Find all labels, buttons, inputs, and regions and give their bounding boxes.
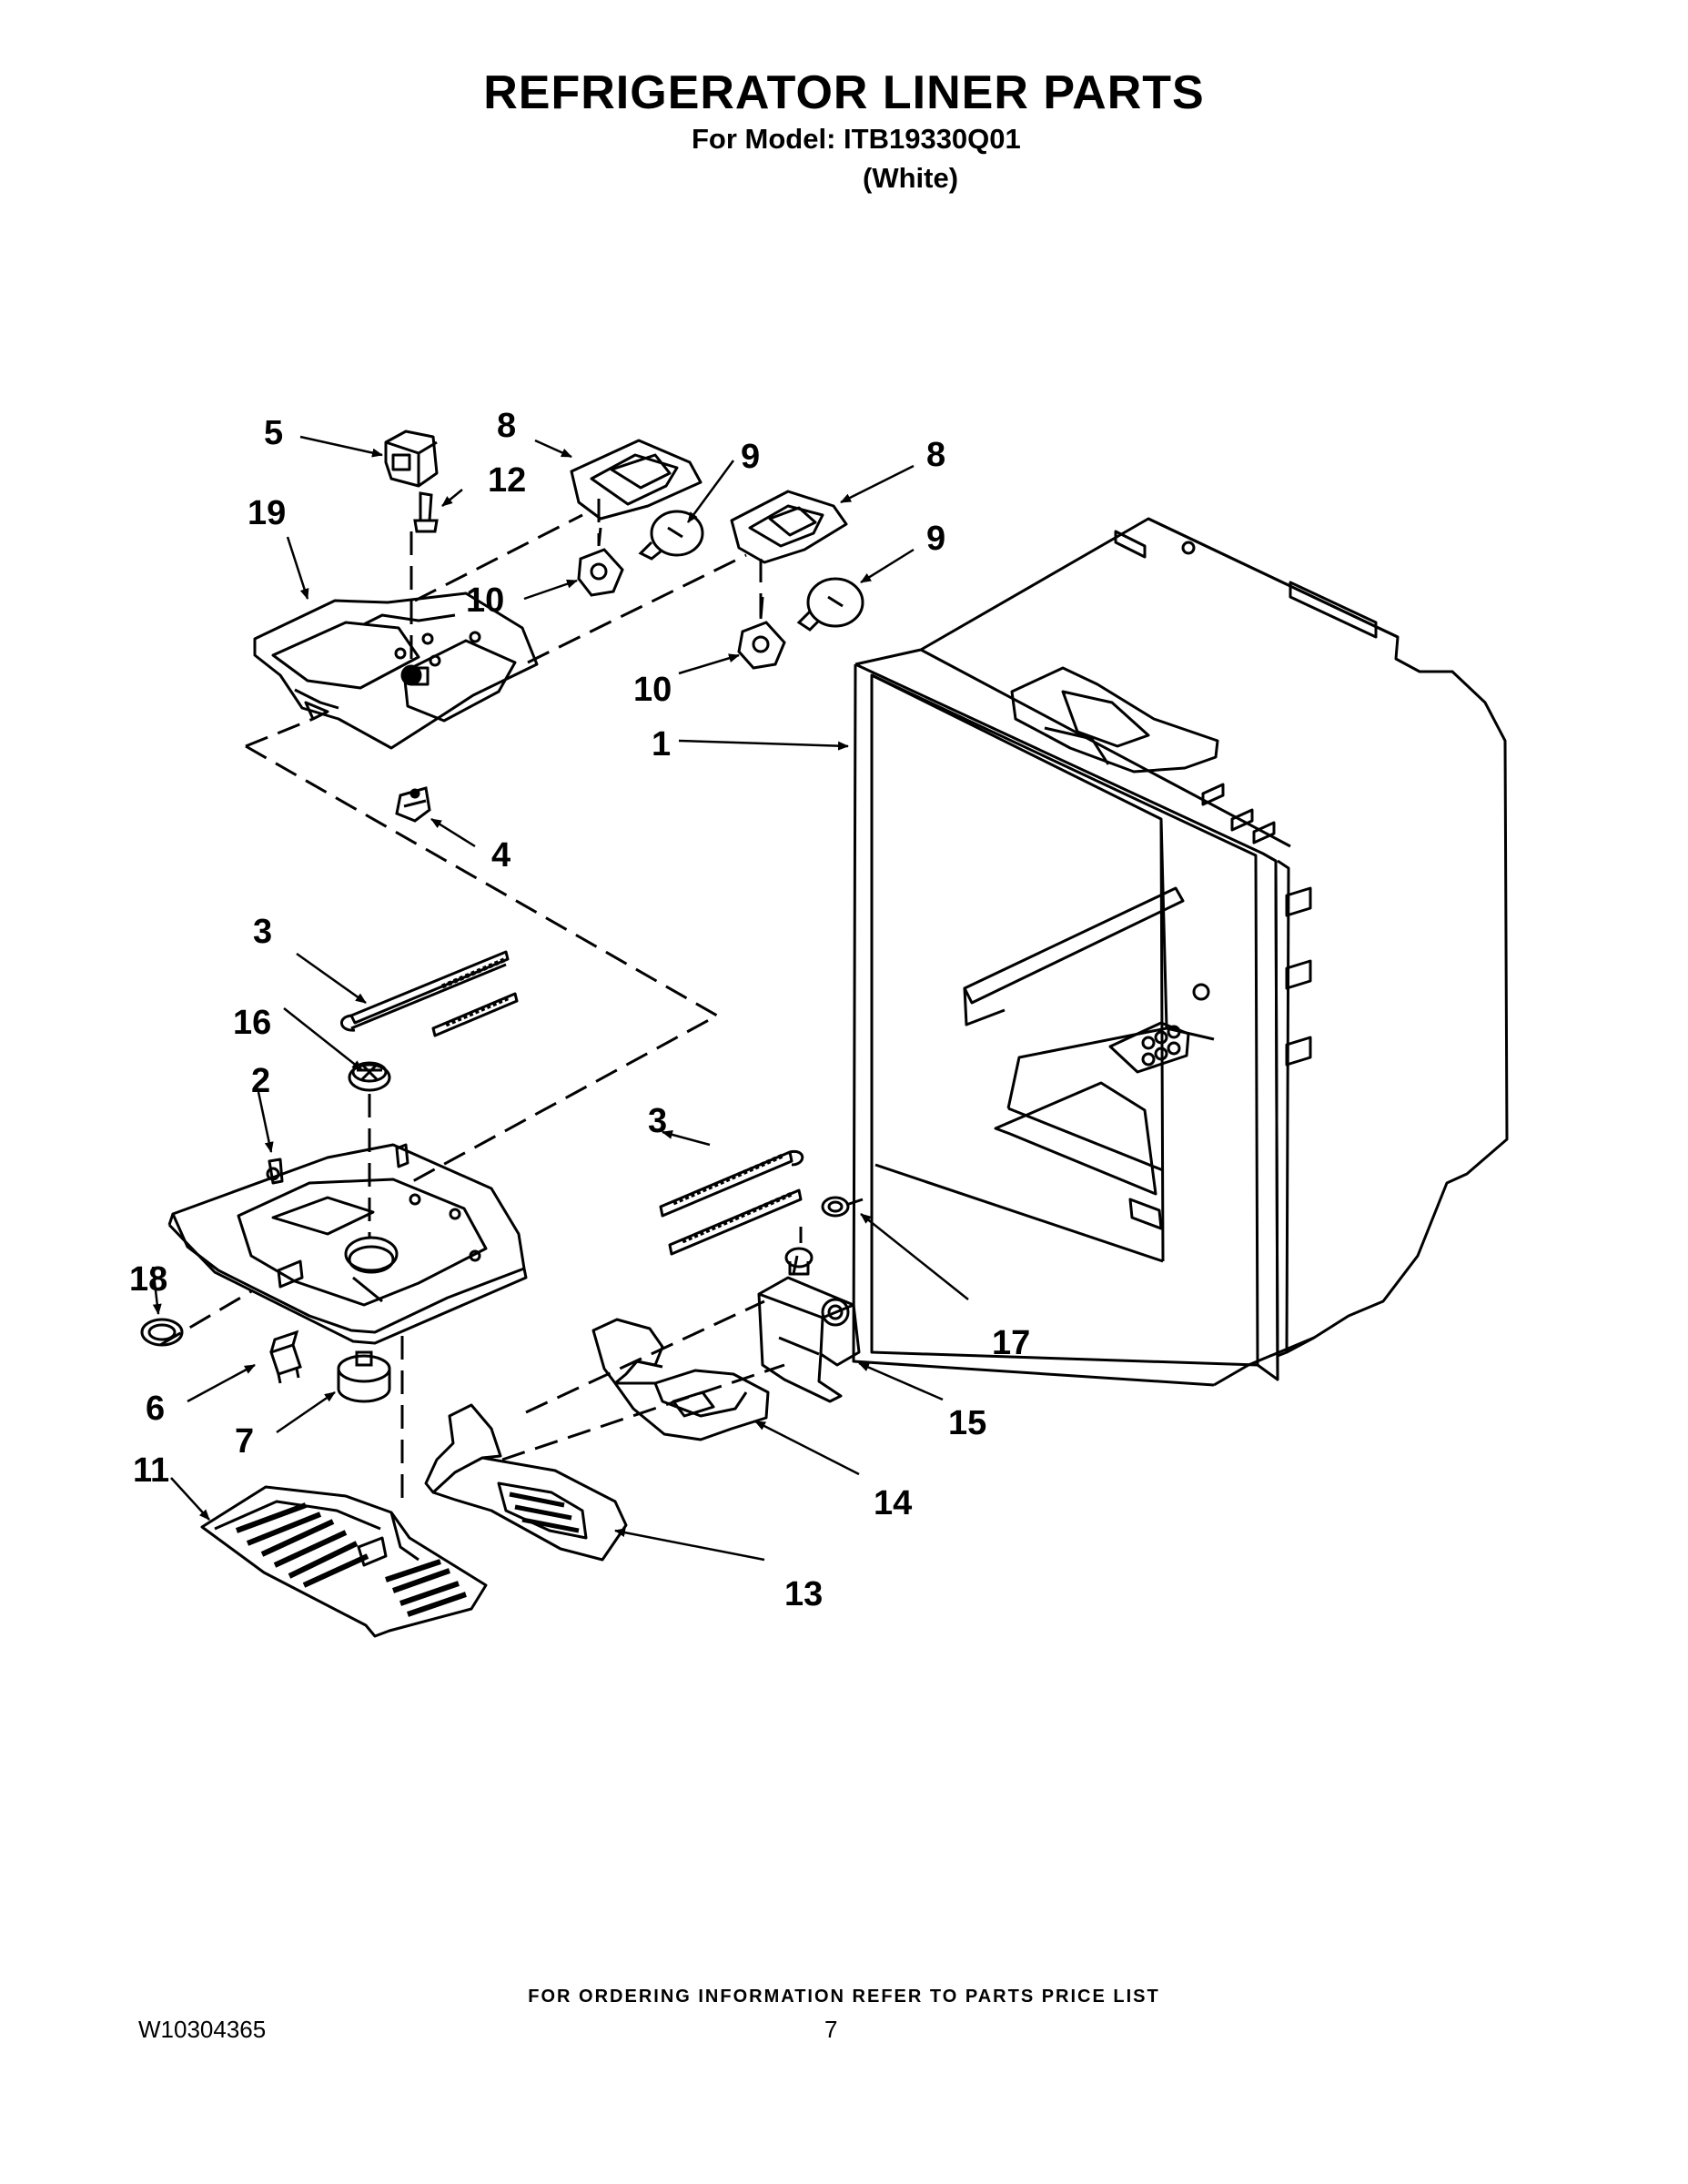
callout-9a: 9	[741, 438, 760, 476]
liner-cabinet-part-1	[852, 517, 1509, 1387]
callout-labels: 1 2 3 3 4 5 6 7 8 8 9 9 10 10 11 12 13 1…	[129, 407, 1030, 1613]
light-shield-part-8a	[570, 439, 702, 521]
light-bulb-part-9b	[796, 577, 864, 632]
page-number: 7	[824, 2016, 838, 2043]
assembly-dashed-lines	[159, 499, 803, 1500]
switch-part-6	[269, 1330, 302, 1384]
plug-part-17	[821, 1196, 864, 1218]
document-number: W10304365	[138, 2016, 267, 2043]
callout-14: 14	[874, 1484, 912, 1522]
callout-6: 6	[146, 1390, 165, 1428]
callout-12: 12	[488, 461, 526, 500]
control-module-part-5	[384, 430, 439, 488]
light-bulb-part-9a	[638, 510, 704, 561]
damper-part-4	[395, 786, 431, 823]
light-strip-part-3b	[659, 1149, 804, 1256]
page-title: REFRIGERATOR LINER PARTS	[483, 66, 1205, 119]
model-line: For Model: ITB19330Q01	[692, 123, 1021, 155]
callout-1: 1	[652, 725, 671, 763]
callout-4: 4	[491, 836, 510, 875]
screw-part-12	[413, 491, 439, 533]
callout-7: 7	[235, 1422, 254, 1461]
callout-18: 18	[129, 1260, 167, 1299]
vent-grille-part-11	[200, 1485, 488, 1638]
callout-5: 5	[264, 414, 283, 452]
fan-knob-part-16	[348, 1061, 391, 1092]
callout-13: 13	[784, 1575, 823, 1613]
fan-housing-part-2	[167, 1143, 528, 1345]
fan-motor-part-7	[337, 1350, 391, 1403]
light-strip-part-3a	[340, 950, 519, 1037]
callout-2: 2	[251, 1062, 270, 1100]
callout-10b: 10	[633, 671, 672, 709]
callout-8a: 8	[497, 407, 516, 445]
air-diverter-part-13	[424, 1403, 628, 1562]
air-tower-cover-part-14	[591, 1318, 770, 1441]
callout-17: 17	[992, 1324, 1030, 1362]
callout-10a: 10	[466, 581, 504, 620]
grommet-part-18	[140, 1318, 184, 1347]
callout-3b: 3	[648, 1102, 667, 1140]
fan-housing-part-15	[757, 1247, 861, 1403]
callout-15: 15	[948, 1404, 986, 1442]
callout-8b: 8	[926, 436, 945, 474]
callout-9b: 9	[926, 520, 945, 558]
callout-11: 11	[133, 1451, 169, 1490]
light-socket-part-10a	[577, 527, 624, 597]
ordering-info-note: FOR ORDERING INFORMATION REFER TO PARTS …	[528, 1987, 1160, 2007]
leader-arrows	[151, 435, 969, 1562]
callout-16: 16	[233, 1004, 271, 1042]
callout-19: 19	[248, 494, 286, 532]
callout-3a: 3	[253, 913, 272, 951]
light-shield-part-8b	[730, 490, 848, 564]
model-variant: (White)	[863, 162, 959, 194]
